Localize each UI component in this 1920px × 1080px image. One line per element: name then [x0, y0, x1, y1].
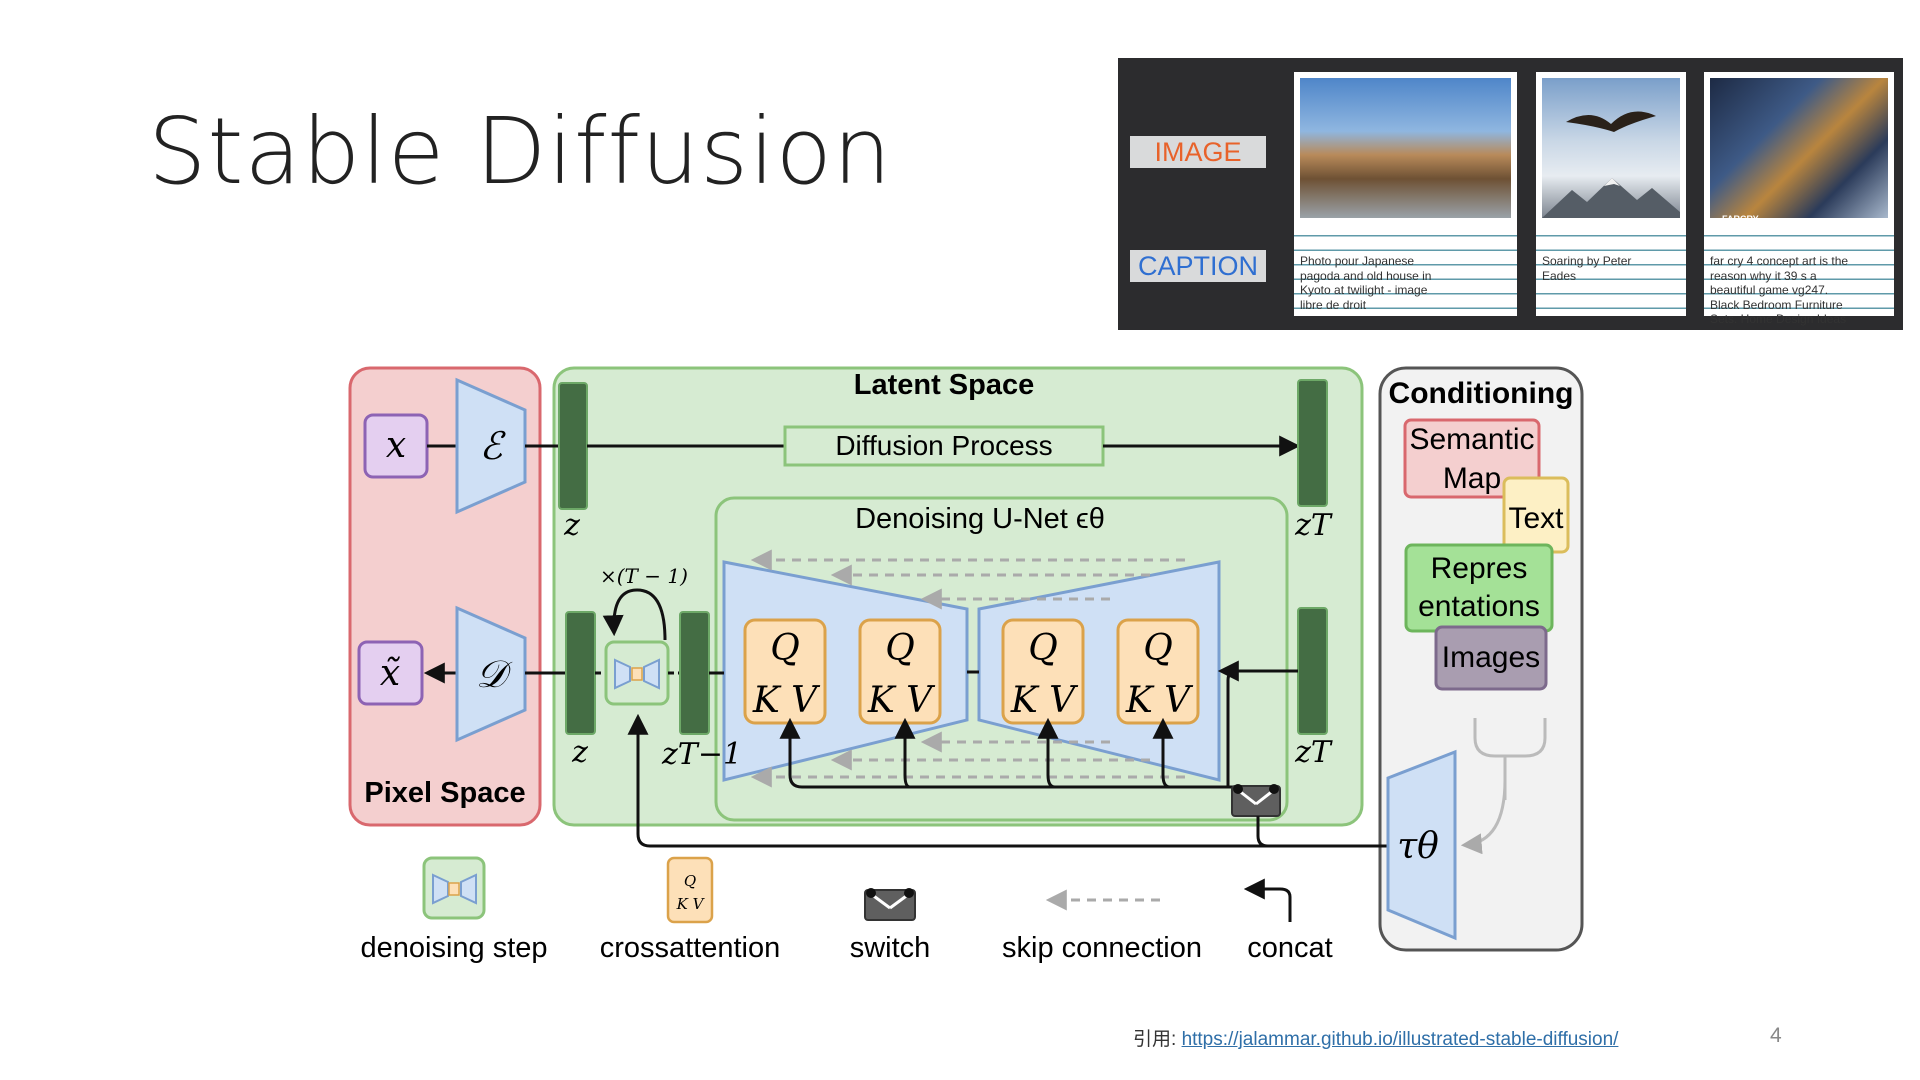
encoder-label: ℰ	[479, 424, 506, 468]
svg-text:K V: K V	[1125, 680, 1194, 721]
legend-skip-connection: skip connection	[1002, 889, 1202, 964]
semantic-map-box: Semantic Map	[1403, 418, 1541, 499]
images-box: Images	[1434, 625, 1548, 691]
conditioning-encoder-tau	[1386, 749, 1457, 941]
citation: 引用: https://jalammar.github.io/illustrat…	[1133, 1024, 1618, 1051]
legend-denoising-step: denoising step	[360, 856, 548, 964]
representations-box: Repres entations	[1404, 543, 1554, 633]
legend-switch: switch	[850, 888, 931, 964]
z-label-bottom: z	[571, 735, 588, 770]
decoder-block	[455, 605, 527, 743]
dataset-sample-panel: IMAGE CAPTION Photo pour Japanese pagoda…	[1118, 58, 1903, 330]
svg-text:skip connection: skip connection	[1002, 932, 1202, 964]
sample-card-kyoto: Photo pour Japanese pagoda and old house…	[1294, 72, 1517, 316]
tau-label: τθ	[1397, 826, 1439, 867]
page-number: 4	[1770, 1024, 1782, 1047]
sample-caption-farcry: far cry 4 concept art is the reason why …	[1710, 254, 1849, 326]
switch-block	[1231, 784, 1281, 817]
svg-text:Q: Q	[1143, 628, 1173, 669]
svg-text:switch: switch	[850, 932, 931, 964]
svg-text:Images: Images	[1442, 641, 1540, 674]
eagle-icon	[1566, 111, 1656, 132]
z-label-top: z	[563, 508, 580, 543]
latent-z-top	[558, 382, 588, 510]
farcry-logo: FARCRY	[1722, 214, 1759, 224]
latent-zT-bottom	[1297, 607, 1328, 735]
sample-caption-kyoto: Photo pour Japanese pagoda and old house…	[1300, 254, 1432, 312]
zT-1-label: zT−1	[661, 737, 742, 772]
svg-text:K V: K V	[1010, 680, 1079, 721]
svg-text:concat: concat	[1247, 932, 1332, 964]
svg-text:K V: K V	[752, 680, 821, 721]
qkv-block-1: Q K V	[743, 618, 827, 725]
kyoto-pagoda-photo	[1300, 78, 1511, 218]
conditioning-feedback-path	[627, 713, 1388, 848]
latent-zT-1	[679, 611, 710, 735]
text-box: Text	[1502, 476, 1570, 554]
zT-label-bottom: zT	[1294, 735, 1333, 770]
conditioning-label: Conditioning	[1389, 377, 1574, 410]
svg-text:Text: Text	[1508, 502, 1564, 535]
svg-text:entations: entations	[1418, 590, 1540, 623]
svg-text:K V: K V	[676, 895, 706, 913]
unet-label: Denoising U-Net ϵθ	[855, 503, 1105, 535]
qkv-block-3: Q K V	[1001, 618, 1085, 725]
svg-text:Q: Q	[1028, 628, 1058, 669]
output-image-x-tilde	[357, 640, 424, 706]
svg-text:Q: Q	[770, 628, 800, 669]
svg-text:denoising step: denoising step	[360, 932, 547, 964]
svg-text:crossattention: crossattention	[600, 932, 781, 964]
diffusion-process-label: Diffusion Process	[835, 430, 1052, 461]
x-label: x	[386, 425, 406, 466]
pixel-space-label: Pixel Space	[364, 777, 525, 809]
zT-label-top: zT	[1294, 508, 1333, 543]
sample-card-farcry: FARCRY far cry 4 concept art is the reas…	[1704, 72, 1894, 326]
repeat-loop-arrow	[602, 588, 667, 641]
latent-space-label: Latent Space	[854, 369, 1035, 401]
caption-tag: CAPTION	[1130, 250, 1266, 282]
svg-text:Semantic: Semantic	[1409, 423, 1534, 456]
qkv-block-2: Q K V	[858, 618, 942, 725]
conditioning-merge-lines	[1460, 718, 1547, 855]
legend-crossattention: Q K V crossattention	[600, 856, 781, 964]
cross-attention-feed	[779, 717, 1255, 789]
x-tilde-label: x̃	[380, 653, 400, 694]
mountain-icon	[1542, 178, 1680, 218]
qkv-block-4: Q K V	[1116, 618, 1200, 725]
svg-text:Q: Q	[684, 872, 696, 890]
encoder-block	[455, 377, 527, 515]
denoising-step-block	[604, 640, 670, 706]
slide-title: Stable Diffusion	[148, 98, 893, 205]
repeat-label: ×(T − 1)	[600, 564, 688, 588]
legend-concat: concat	[1243, 878, 1333, 964]
svg-text:K V: K V	[867, 680, 936, 721]
svg-text:Q: Q	[885, 628, 915, 669]
citation-link[interactable]: https://jalammar.github.io/illustrated-s…	[1181, 1029, 1619, 1050]
sample-card-eagle: Soaring by Peter Eades	[1536, 72, 1686, 316]
sample-caption-eagle: Soaring by Peter Eades	[1542, 254, 1632, 283]
skip-connections	[750, 549, 1185, 788]
farcry-concept-art-photo	[1710, 78, 1888, 218]
svg-text:Map: Map	[1443, 462, 1501, 495]
image-tag: IMAGE	[1130, 136, 1266, 168]
citation-prefix: 引用:	[1133, 1029, 1182, 1050]
latent-z-bottom	[565, 611, 596, 735]
svg-text:Repres: Repres	[1431, 552, 1528, 585]
latent-zT-top	[1297, 379, 1328, 507]
